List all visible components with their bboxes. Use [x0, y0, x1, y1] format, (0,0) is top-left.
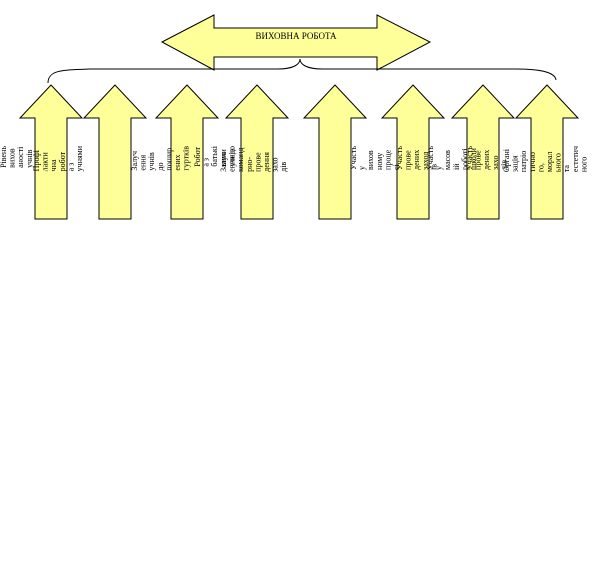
arrow-label-5-right: Органі зація патріо тично го, морал ьног… — [502, 146, 589, 173]
arrow-label-3-right: Участь у вихов ному проце сі — [349, 146, 401, 170]
title-double-arrow — [160, 14, 432, 71]
brace-connector — [47, 58, 557, 84]
up-arrow-5 — [302, 84, 368, 220]
arrow-label-3-left: Залуч ення до команд рно- прове дення за… — [219, 146, 289, 172]
up-arrow-1 — [18, 84, 84, 220]
up-arrow-8 — [514, 84, 580, 220]
up-arrow-3 — [154, 84, 220, 220]
up-arrow-6 — [380, 84, 446, 220]
diagram-title: ВИХОВНА РОБОТА — [255, 31, 337, 41]
arrow-label-1-left: Рівень вихов аності учнів — [0, 146, 34, 168]
arrow-label-1-right: Профі лакти чна робот а з учнями — [32, 146, 84, 172]
up-arrow-4 — [224, 84, 290, 220]
arrow-label-2-left: Залуч ення учнів до пошир ених гуртків — [130, 146, 191, 171]
up-arrow-7 — [450, 84, 516, 220]
up-arrow-2 — [82, 84, 148, 220]
